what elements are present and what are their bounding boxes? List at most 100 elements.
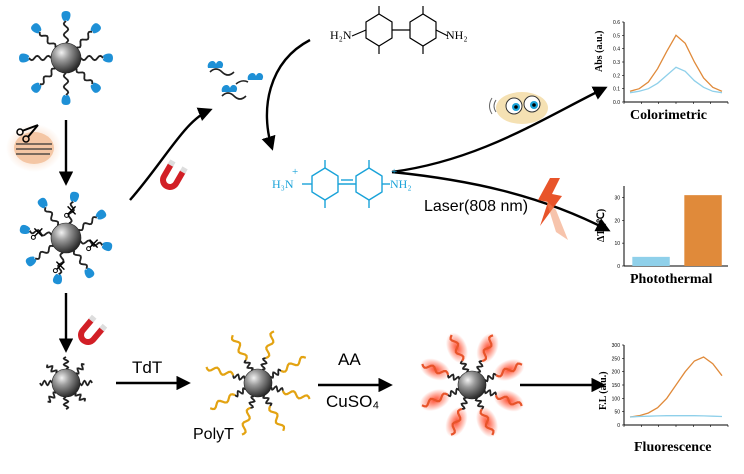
probe-tag [102, 53, 113, 63]
polyt-strand [230, 334, 248, 361]
cuso4-label: CuSO₄ [326, 392, 380, 411]
y-tick-label: 30 [614, 195, 620, 201]
laser-label: Laser(808 nm) [424, 198, 529, 215]
lightning-icon [538, 178, 568, 240]
probe-tag [52, 273, 63, 285]
probe-tag [31, 82, 42, 93]
series-line [629, 34, 723, 92]
fluorescent-nanoparticle [419, 332, 525, 438]
series-line [629, 415, 723, 418]
bare-nanoparticle [39, 356, 93, 410]
linker-strand [62, 396, 70, 410]
polyt-nanoparticle [205, 330, 311, 436]
linker-strand [47, 391, 57, 403]
linker-strand [67, 200, 75, 225]
probe-tag [61, 11, 71, 22]
particle-core [50, 222, 82, 254]
polyt-strand [209, 393, 236, 411]
scissors-icon [6, 124, 62, 172]
y-tick-label: 20 [614, 218, 620, 224]
linker-strand [38, 31, 57, 48]
polyt-strand [205, 366, 235, 376]
polyt-strand [450, 407, 463, 436]
magnet-icon [160, 159, 188, 190]
scissors-icon [67, 205, 77, 215]
probe-tag [61, 94, 71, 105]
linker-strand [447, 373, 460, 381]
linker-strand [447, 387, 460, 398]
probe-nanoparticle [19, 11, 113, 105]
polyt-strand [494, 394, 523, 407]
y-tick-label: 0.1 [613, 87, 620, 93]
linker-strand [474, 397, 485, 410]
linker-strand [79, 239, 104, 247]
y-tick-label: 300 [612, 343, 621, 349]
linker-strand [234, 387, 247, 398]
probe-tag [95, 209, 107, 220]
linker-strand [74, 392, 86, 402]
linker-strand [270, 385, 284, 393]
probe-tag [25, 256, 37, 267]
y-tick-label: 200 [612, 370, 621, 376]
linker-strand [484, 372, 497, 383]
linker-strand [484, 389, 497, 397]
y-tick-label: 0 [617, 264, 620, 270]
probe-tag [69, 191, 80, 203]
y-tick-label: 0.5 [613, 33, 620, 39]
series-line [629, 356, 723, 418]
particle-core [243, 368, 273, 398]
eye-icon [489, 92, 548, 124]
colorimetric-chart: 0.60.50.40.30.20.10.0 [613, 20, 729, 106]
linker-strand [75, 363, 85, 375]
probe-tag [37, 197, 48, 209]
colorimetric-title: Colorimetric [630, 108, 707, 123]
scissors-handle [64, 212, 70, 218]
y-tick-label: 250 [612, 356, 621, 362]
linker-strand [243, 359, 254, 372]
oxtmb-left-amine: H₃N [272, 177, 294, 191]
linker-strand [269, 368, 282, 379]
probe-tag [19, 224, 31, 235]
particle-core [50, 42, 82, 74]
cleaved-probe-nanoparticle [19, 191, 113, 285]
series-line [629, 66, 723, 94]
particle-core [457, 370, 487, 400]
polyt-strand [265, 330, 275, 360]
released-probe-fragments [207, 61, 264, 100]
y-tick-label: 0.0 [613, 100, 620, 106]
polyt-strand [241, 406, 251, 436]
y-tick-label: 50 [614, 410, 620, 416]
linker-strand [34, 244, 54, 260]
tmb-left-amine: H₂N [330, 28, 352, 42]
y-tick-label: 0 [617, 423, 620, 429]
photothermal-title: Photothermal [630, 272, 713, 287]
magnet-icon [78, 314, 108, 345]
probe-tag [19, 53, 30, 63]
oxtmb-right-amine: NH₂ [390, 177, 412, 191]
oxtmb-charge-left: + [292, 166, 299, 178]
y-tick-label: 0.3 [613, 60, 620, 66]
linker-strand [248, 395, 256, 409]
linker-strand [39, 67, 56, 86]
linker-strand [72, 250, 88, 270]
fluorescence-title: Fluorescence [634, 440, 712, 455]
probe-tag [101, 241, 113, 252]
polyt-strand [479, 408, 495, 436]
linker-strand [28, 229, 53, 237]
linker-strand [28, 54, 52, 62]
linker-strand [57, 251, 65, 276]
probe-tag [90, 82, 101, 93]
tdt-label: TdT [132, 358, 163, 377]
linker-strand [80, 54, 104, 62]
linker-strand [62, 356, 70, 370]
linker-strand [476, 360, 484, 373]
scissors-handle [30, 234, 36, 240]
linker-strand [46, 364, 58, 374]
particle-core [51, 368, 81, 398]
polyt-strand [495, 362, 523, 378]
polyt-strand [481, 334, 494, 363]
fluorescence-ylabel: F.L (a.u.) [598, 371, 609, 410]
